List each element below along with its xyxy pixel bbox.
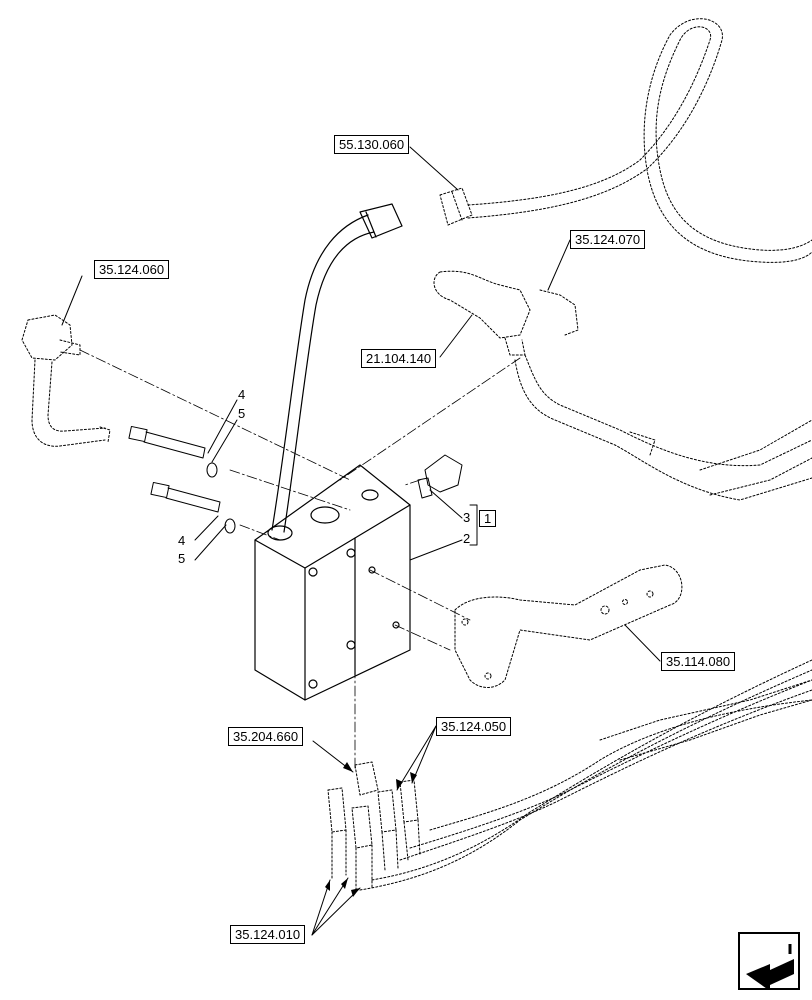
- ref-35-124-060[interactable]: 35.124.060: [94, 260, 170, 279]
- ref-55-130-060[interactable]: 55.130.060: [334, 135, 410, 154]
- bolt-lower: [150, 481, 221, 513]
- leader-arrowheads: [325, 762, 417, 897]
- item-number-3: 3: [463, 510, 471, 525]
- ref-35-124-070[interactable]: 35.124.070: [570, 230, 646, 249]
- item-number-5-lower: 5: [178, 551, 186, 566]
- ref-35-114-080[interactable]: 35.114.080: [661, 652, 736, 671]
- ref-35-124-050[interactable]: 35.124.050: [436, 717, 512, 736]
- hose-to-valve: [271, 203, 403, 533]
- item-number-5-upper: 5: [238, 406, 246, 421]
- navigation-back-button[interactable]: [738, 932, 800, 990]
- valve-block: [254, 464, 411, 701]
- ref-35-204-660[interactable]: 35.204.660: [228, 727, 304, 746]
- hose-coupler: [439, 187, 473, 226]
- ref-35-124-010[interactable]: 35.124.010: [230, 925, 306, 944]
- mounting-bracket: [454, 564, 683, 688]
- bottom-fittings: [327, 761, 421, 891]
- leader-lines: [61, 146, 661, 936]
- left-elbow-fitting: [21, 314, 111, 447]
- item-number-4-lower: 4: [178, 533, 186, 548]
- bolt-upper: [128, 425, 206, 459]
- looping-hose: [467, 18, 812, 263]
- item-number-4-upper: 4: [238, 387, 246, 402]
- bottom-hoses: [359, 659, 812, 891]
- arrow-back-icon: [746, 944, 794, 988]
- ref-21-104-140[interactable]: 21.104.140: [361, 349, 437, 368]
- item-number-2: 2: [463, 531, 471, 546]
- right-hose-assembly: [433, 270, 812, 501]
- item-number-1-box: 1: [479, 510, 497, 527]
- plug-fitting: [417, 454, 463, 499]
